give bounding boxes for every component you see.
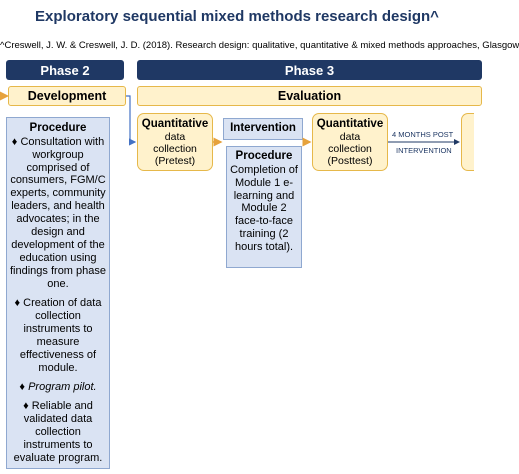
connector-arrows xyxy=(0,90,460,147)
development-procedure-box: Procedure ♦ Consultation with workgroup … xyxy=(6,117,110,469)
evaluation-label: Evaluation xyxy=(277,89,342,103)
phase-3-bar: Phase 3 xyxy=(137,60,482,80)
pretest-box: Quantitative data collection (Pretest) xyxy=(137,113,213,171)
development-label: Development xyxy=(27,89,107,103)
posttest-heading: Quantitative xyxy=(316,118,384,130)
procedure-step-validated: ♦ Reliable and validated data collection… xyxy=(13,399,103,464)
phase-2-bar: Phase 2 xyxy=(6,60,124,80)
next-collection-box-partial xyxy=(461,113,474,171)
intervention-procedure-text: Completion of Module 1 e-learning and Mo… xyxy=(230,163,298,254)
posttest-line-1: data xyxy=(339,131,361,144)
procedure-step-pilot: ♦ Program pilot. xyxy=(19,381,97,393)
intervention-box: Intervention xyxy=(223,118,303,140)
citation: ^Creswell, J. W. & Creswell, J. D. (2018… xyxy=(0,40,519,51)
pretest-heading: Quantitative xyxy=(141,118,209,130)
procedure-step-instruments: ♦ Creation of data collection instrument… xyxy=(14,297,102,375)
posttest-line-2: collection xyxy=(328,143,372,156)
intervention-procedure-box: Procedure Completion of Module 1 e-learn… xyxy=(226,146,302,268)
intervention-label: Intervention xyxy=(230,122,296,135)
arrow-label-bottom: INTERVENTION xyxy=(396,146,452,155)
pretest-line-3: (Pretest) xyxy=(154,155,196,168)
arrow-label-top: 4 MONTHS POST xyxy=(392,130,454,139)
phase-3-label: Phase 3 xyxy=(284,62,335,78)
procedure-heading: Procedure xyxy=(29,122,87,134)
phase-2-label: Phase 2 xyxy=(40,62,90,78)
arrow-development-to-pretest xyxy=(126,95,137,146)
diagram-title: Exploratory sequential mixed methods res… xyxy=(35,8,439,25)
posttest-box: Quantitative data collection (Posttest) xyxy=(312,113,388,171)
procedure-step-consultation: ♦ Consultation with workgroup comprised … xyxy=(10,135,106,291)
intervention-procedure-heading: Procedure xyxy=(235,150,293,162)
posttest-line-3: (Posttest) xyxy=(327,155,373,168)
development-band: Development xyxy=(8,86,126,106)
pretest-line-2: collection xyxy=(153,143,197,156)
evaluation-band: Evaluation xyxy=(137,86,482,106)
pretest-line-1: data xyxy=(164,131,186,144)
